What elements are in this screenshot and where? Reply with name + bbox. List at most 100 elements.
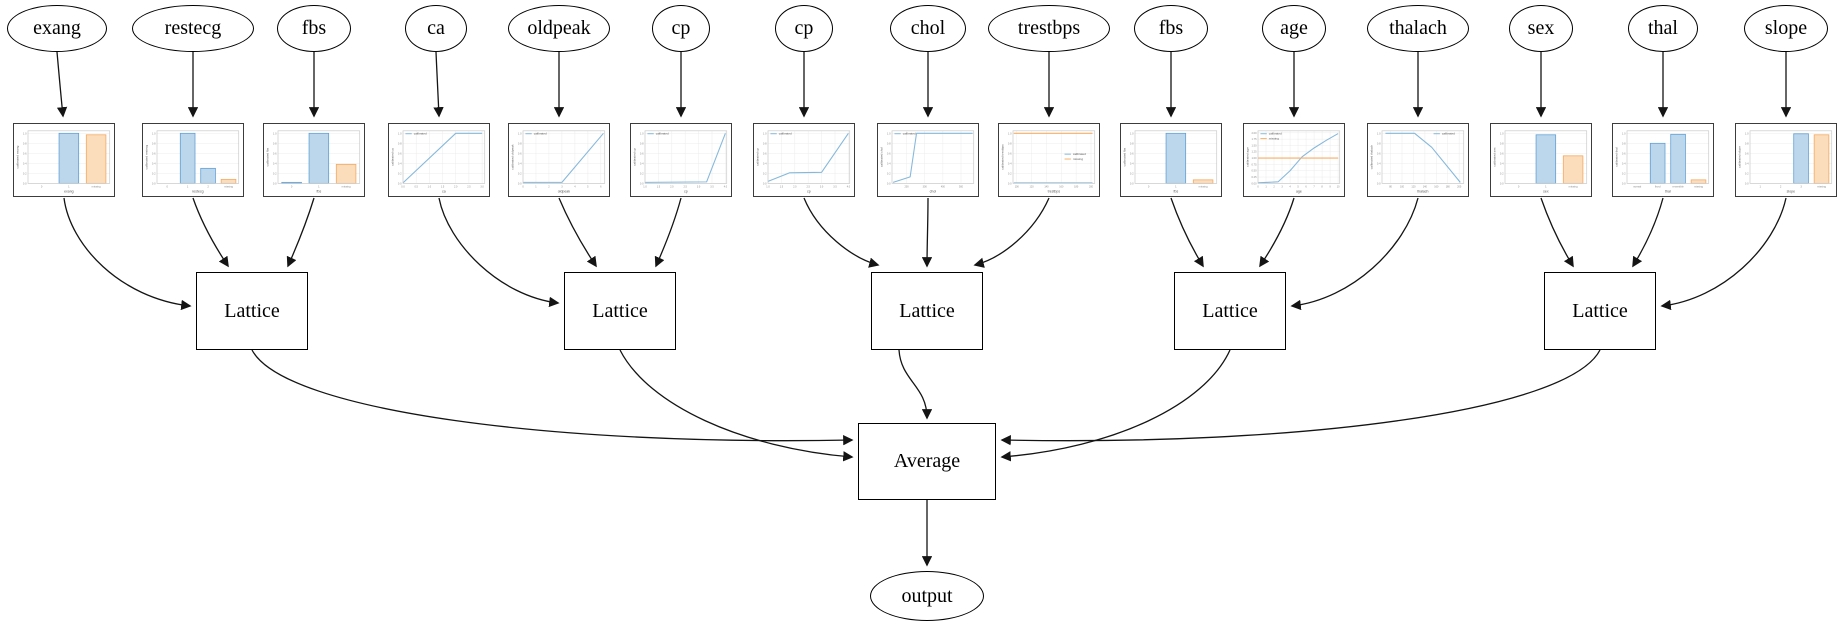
svg-text:5: 5: [1297, 185, 1299, 188]
svg-text:400: 400: [941, 185, 946, 188]
svg-text:calibrated exang: calibrated exang: [15, 145, 19, 168]
svg-text:0.4: 0.4: [887, 161, 891, 165]
svg-text:0.2: 0.2: [273, 171, 277, 175]
svg-text:0.75: 0.75: [1251, 162, 1257, 166]
input-node-exang: exang: [7, 5, 107, 52]
svg-text:3.0: 3.0: [820, 185, 824, 188]
svg-text:0.2: 0.2: [1008, 171, 1012, 175]
svg-text:thalach: thalach: [1417, 190, 1428, 194]
svg-text:180: 180: [1446, 185, 1451, 188]
svg-text:4.0: 4.0: [724, 185, 728, 188]
svg-text:1.0: 1.0: [766, 185, 770, 188]
input-label: cp: [671, 17, 691, 39]
svg-text:0.0: 0.0: [1008, 181, 1012, 185]
svg-text:0.6: 0.6: [640, 151, 644, 155]
svg-text:0.6: 0.6: [1745, 151, 1749, 155]
svg-text:1.0: 1.0: [640, 131, 644, 135]
input-label: thalach: [1389, 17, 1447, 39]
svg-text:0.25: 0.25: [1251, 175, 1257, 179]
lattice-node-5: Lattice: [1544, 272, 1656, 350]
svg-text:100: 100: [1015, 185, 1020, 188]
svg-text:0.4: 0.4: [273, 161, 277, 165]
svg-text:0.6: 0.6: [398, 151, 402, 155]
svg-text:1.5: 1.5: [657, 185, 661, 188]
svg-text:2: 2: [207, 184, 209, 188]
output-label: output: [901, 584, 953, 607]
input-label: oldpeak: [527, 17, 591, 39]
svg-text:reversible: reversible: [1672, 184, 1684, 188]
svg-text:0.4: 0.4: [23, 161, 27, 165]
svg-text:calibrated age: calibrated age: [1245, 147, 1249, 167]
input-label: age: [1280, 17, 1308, 39]
svg-text:0.6: 0.6: [518, 151, 522, 155]
svg-text:1.5: 1.5: [780, 185, 784, 188]
svg-text:200: 200: [1457, 185, 1462, 188]
input-label: ca: [427, 17, 445, 39]
input-node-cp-2: cp: [775, 5, 833, 52]
svg-text:0.00: 0.00: [1251, 181, 1257, 185]
svg-text:6: 6: [600, 185, 602, 188]
svg-text:0.4: 0.4: [1008, 161, 1012, 165]
svg-text:3.0: 3.0: [480, 185, 484, 188]
input-to-calibrator-edges: [56, 51, 1792, 118]
output-node: output: [870, 571, 984, 621]
svg-text:calibrated: calibrated: [534, 132, 547, 136]
svg-text:cp: cp: [684, 190, 688, 194]
svg-text:0.4: 0.4: [763, 161, 767, 165]
svg-text:1.0: 1.0: [518, 131, 522, 135]
svg-text:9: 9: [1329, 185, 1331, 188]
svg-text:0.6: 0.6: [887, 151, 891, 155]
lattice-label: Lattice: [899, 299, 955, 322]
svg-text:1.50: 1.50: [1251, 143, 1257, 147]
svg-text:0.8: 0.8: [518, 141, 522, 145]
svg-text:3.5: 3.5: [833, 185, 837, 188]
average-label: Average: [893, 450, 961, 472]
svg-text:1.0: 1.0: [763, 131, 767, 135]
svg-text:age: age: [1296, 190, 1302, 194]
input-node-cp: cp: [652, 5, 710, 52]
svg-text:120: 120: [1411, 185, 1416, 188]
svg-text:2.0: 2.0: [670, 185, 674, 188]
svg-text:0.8: 0.8: [640, 141, 644, 145]
svg-text:missing: missing: [1569, 184, 1578, 188]
svg-text:0.0: 0.0: [1745, 181, 1749, 185]
input-label: thal: [1648, 17, 1678, 39]
svg-text:6: 6: [1305, 185, 1307, 188]
svg-text:1.0: 1.0: [428, 185, 432, 188]
svg-text:calibrated cp: calibrated cp: [632, 148, 636, 166]
lattice-label: Lattice: [224, 299, 280, 322]
average-node: Average: [858, 423, 996, 500]
svg-text:2.5: 2.5: [684, 185, 688, 188]
svg-text:160: 160: [1434, 185, 1439, 188]
svg-text:300: 300: [923, 185, 928, 188]
svg-text:0.8: 0.8: [273, 141, 277, 145]
svg-text:0.6: 0.6: [1377, 151, 1381, 155]
svg-text:2: 2: [1273, 185, 1275, 188]
svg-text:0.8: 0.8: [1745, 141, 1749, 145]
svg-text:1.0: 1.0: [1130, 131, 1134, 135]
input-node-slope: slope: [1744, 5, 1828, 52]
svg-text:1.0: 1.0: [398, 131, 402, 135]
svg-text:1.00: 1.00: [1251, 156, 1257, 160]
svg-text:100: 100: [1400, 185, 1405, 188]
svg-text:200: 200: [905, 185, 910, 188]
svg-text:0.0: 0.0: [273, 181, 277, 185]
lattice-label: Lattice: [592, 299, 648, 322]
svg-text:80: 80: [1389, 185, 1392, 188]
svg-text:0.6: 0.6: [1130, 151, 1134, 155]
svg-text:0.0: 0.0: [1500, 181, 1504, 185]
svg-text:missing: missing: [1269, 137, 1280, 141]
svg-text:0.2: 0.2: [887, 171, 891, 175]
svg-text:0.8: 0.8: [152, 141, 156, 145]
svg-text:3.5: 3.5: [710, 185, 714, 188]
svg-text:exang: exang: [64, 190, 74, 194]
